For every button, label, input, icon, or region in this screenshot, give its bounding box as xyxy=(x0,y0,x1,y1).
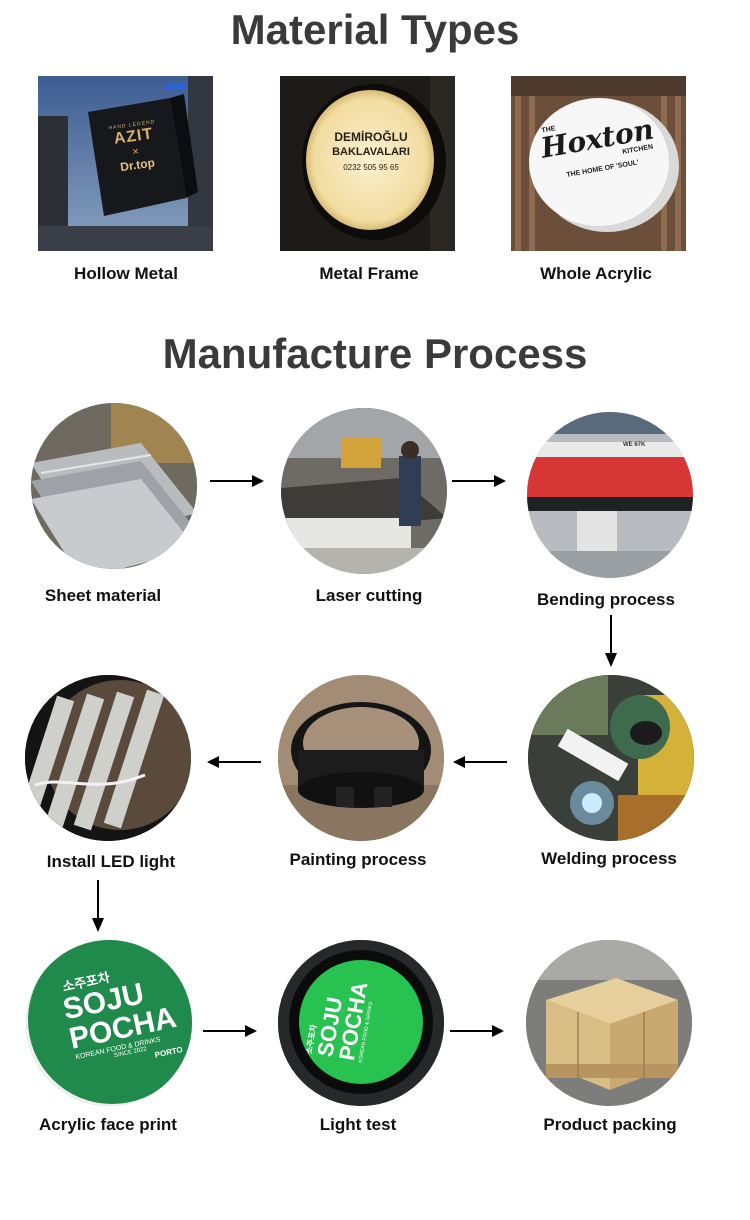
acrylic-face-print-label: Acrylic face print xyxy=(39,1115,177,1134)
arrow-right-2-icon xyxy=(452,475,506,487)
metal-frame-label: Metal Frame xyxy=(319,264,419,283)
hollow-metal-label: Hollow Metal xyxy=(74,264,178,283)
light-test-photo: 소주포차 SOJU POCHA KOREAN FOOD & DRINKS xyxy=(278,940,444,1106)
acrylic-face-print-photo: 소주포차 SOJU POCHA KOREAN FOOD & DRINKS SIN… xyxy=(26,940,192,1106)
arrow-left-1-icon xyxy=(453,756,507,768)
welding-process-label: Welding process xyxy=(541,849,677,868)
arrow-down-2-icon xyxy=(92,880,104,932)
welding-process-photo xyxy=(528,675,694,841)
install-led-label: Install LED light xyxy=(46,852,176,871)
product-packing-photo xyxy=(526,940,692,1106)
sheet-material-photo xyxy=(31,403,197,569)
frame-line1-text: DEMİROĞLU xyxy=(334,130,408,144)
arrow-right-1-icon xyxy=(210,475,264,487)
bending-machine-text: WE 67K xyxy=(623,442,646,448)
bending-process-illustration xyxy=(527,412,693,578)
bending-process-label: Bending process xyxy=(537,590,675,609)
manufacture-process-title: Manufacture Process xyxy=(162,330,588,377)
arrow-right-3-icon xyxy=(203,1025,257,1037)
frame-phone-text: 0232 505 95 65 xyxy=(343,163,399,172)
bending-process-photo: WE 67K xyxy=(527,412,693,578)
painting-process-illustration xyxy=(278,675,444,841)
laser-cutting-illustration xyxy=(281,408,447,574)
frame-line2-text: BAKLAVALARI xyxy=(332,146,410,158)
whole-acrylic-label: Whole Acrylic xyxy=(540,264,652,283)
sheet-material-illustration xyxy=(31,403,197,569)
metal-frame-illustration xyxy=(280,76,455,251)
arrow-right-4-icon xyxy=(450,1025,504,1037)
painting-process-label: Painting process xyxy=(289,850,427,869)
sheet-material-label: Sheet material xyxy=(44,586,162,605)
whole-acrylic-illustration xyxy=(511,76,686,251)
light-test-illustration xyxy=(278,940,444,1106)
install-led-photo xyxy=(25,675,191,841)
laser-cutting-label: Laser cutting xyxy=(315,586,423,605)
laser-cutting-photo xyxy=(281,408,447,574)
hollow-metal-illustration xyxy=(38,76,213,251)
material-types-title: Material Types xyxy=(230,6,520,53)
arrow-left-2-icon xyxy=(207,756,261,768)
install-led-illustration xyxy=(25,675,191,841)
acrylic-face-illustration xyxy=(26,940,192,1106)
painting-process-photo xyxy=(278,675,444,841)
hollow-metal-photo: HAND LEGEND AZIT × Dr.top xyxy=(38,76,213,251)
whole-acrylic-photo: THE Hoxton KITCHEN THE HOME OF 'SOUL' xyxy=(511,76,686,251)
product-packing-label: Product packing xyxy=(543,1115,677,1134)
product-packing-illustration xyxy=(526,940,692,1106)
light-test-label: Light test xyxy=(319,1115,397,1134)
arrow-down-1-icon xyxy=(605,615,617,667)
welding-process-illustration xyxy=(528,675,694,841)
metal-frame-photo: DEMİROĞLU BAKLAVALARI 0232 505 95 65 xyxy=(280,76,455,251)
